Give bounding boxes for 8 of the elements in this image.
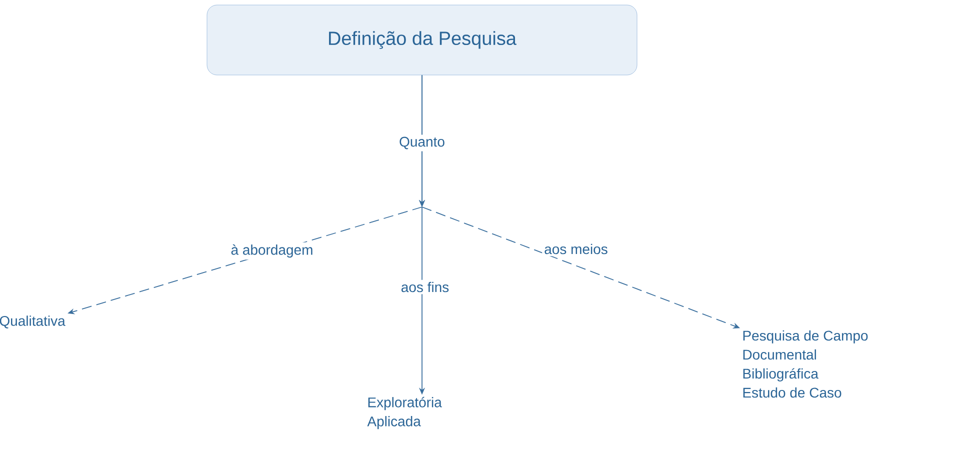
edge-label: aos fins	[398, 280, 452, 294]
edge-label: à abordagem	[228, 242, 316, 260]
title-box: Definição da Pesquisa	[206, 4, 638, 76]
category-list: Pesquisa de Campo Documental Bibliográfica Estudo de Caso	[743, 330, 868, 398]
category-list: Exploratória Aplicada	[367, 396, 442, 430]
line-text: Quanto	[397, 134, 447, 152]
edge-label: aos meios	[542, 242, 610, 256]
category-text: Qualitativa	[0, 316, 66, 328]
